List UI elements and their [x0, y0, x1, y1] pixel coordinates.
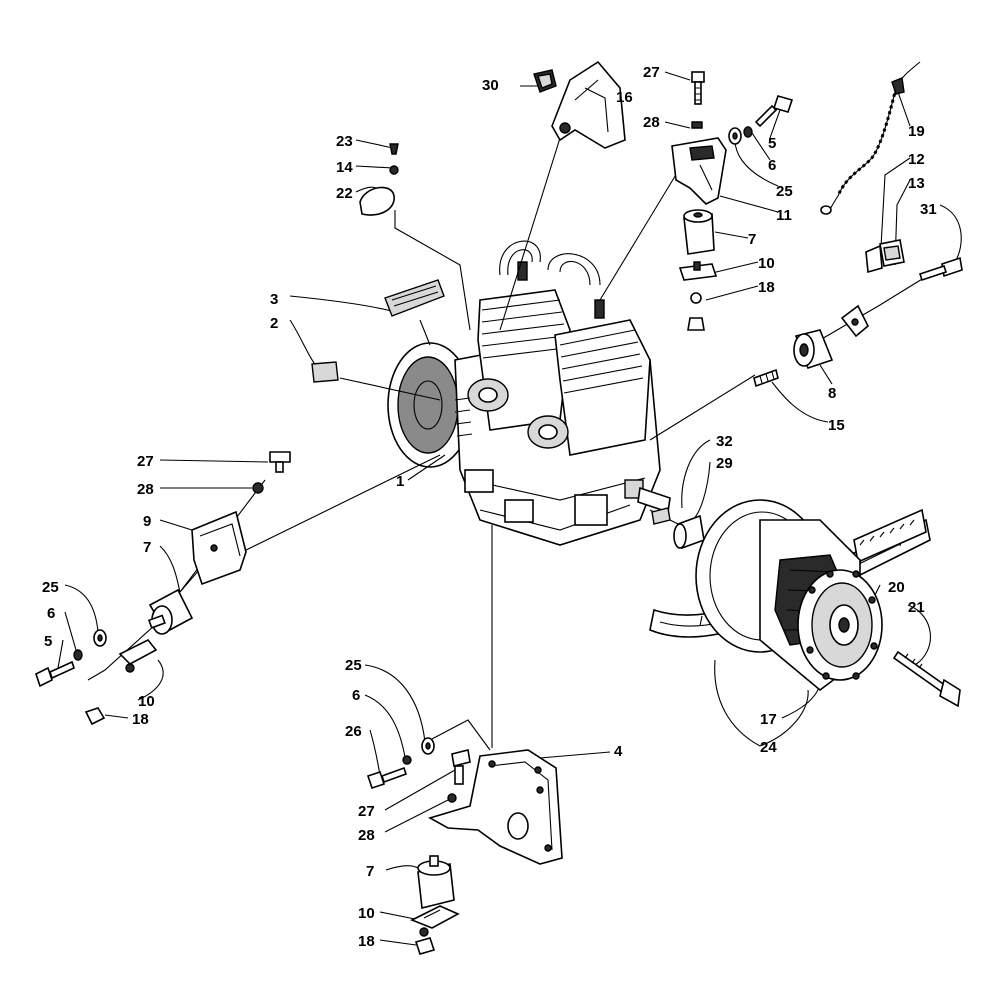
- callout-2: 2: [270, 315, 278, 332]
- part-6-washer-left: [73, 649, 83, 661]
- callout-6-bottom: 6: [352, 687, 360, 704]
- part-2-decal: [311, 361, 339, 383]
- part-25-washer-bottom: [421, 737, 435, 755]
- callout-4: 4: [614, 743, 623, 760]
- callout-9: 9: [143, 513, 151, 530]
- part-5-bolt-left: [35, 660, 75, 688]
- callout-27-bottom: 27: [358, 803, 375, 820]
- callout-20: 20: [888, 579, 905, 596]
- callout-21: 21: [908, 599, 925, 616]
- part-28-lockwasher-top: [691, 121, 703, 129]
- part-10-washer-bottom: [410, 905, 460, 929]
- part-23-screw: [389, 143, 399, 155]
- part-4-bracket: [427, 749, 563, 865]
- callout-26: 26: [345, 723, 362, 740]
- callout-28-top: 28: [643, 114, 660, 131]
- part-14-washer: [389, 165, 399, 175]
- part-7-isolator-top: [683, 209, 715, 255]
- callout-25-left: 25: [42, 579, 59, 596]
- callout-10-bottom: 10: [358, 905, 375, 922]
- callout-25-bottom: 25: [345, 657, 362, 674]
- callout-labels: 30 16 27 28 5 6 25 11 19 12 13 31 23 14 …: [42, 64, 937, 950]
- callout-28-bottom: 28: [358, 827, 375, 844]
- part-30-grommet: [533, 69, 557, 93]
- part-9-bracket: [191, 510, 247, 586]
- part-25-washer-top: [728, 127, 742, 145]
- callout-25-top: 25: [776, 183, 793, 200]
- callout-18-top: 18: [758, 279, 775, 296]
- part-8-isolator-right: [793, 329, 834, 370]
- callout-16: 16: [616, 89, 633, 106]
- callout-7-top: 7: [748, 231, 756, 248]
- part-10-washer-left: [118, 638, 158, 673]
- part-7-isolator-left: [147, 588, 194, 635]
- part-18-nut-top: [687, 292, 705, 331]
- callout-10-top: 10: [758, 255, 775, 272]
- callout-5-left: 5: [44, 633, 52, 650]
- callout-8: 8: [828, 385, 836, 402]
- callout-6-top: 6: [768, 157, 776, 174]
- part-32-29-spacers: [651, 507, 705, 550]
- callout-32: 32: [716, 433, 733, 450]
- part-6-washer-bottom: [402, 755, 412, 765]
- callout-29: 29: [716, 455, 733, 472]
- part-25-washer-left: [93, 629, 107, 647]
- part-27-bolt-bottom: [451, 749, 471, 785]
- part-22-cover: [359, 186, 395, 216]
- callout-27-left: 27: [137, 453, 154, 470]
- part-19-sensor-wire: [820, 61, 921, 215]
- callout-28-left: 28: [137, 481, 154, 498]
- callout-22: 22: [336, 185, 353, 202]
- part-6-washer-top: [743, 126, 753, 138]
- part-18-nut-bottom: [414, 927, 436, 955]
- part-31-bolt: [918, 256, 963, 282]
- part-11-bracket: [671, 137, 727, 205]
- callout-11: 11: [776, 207, 792, 224]
- callout-7-bottom: 7: [366, 863, 374, 880]
- callout-18-bottom: 18: [358, 933, 375, 950]
- callout-3: 3: [270, 291, 278, 308]
- callout-6-left: 6: [47, 605, 55, 622]
- callout-30: 30: [482, 77, 499, 94]
- part-15-spacer: [753, 368, 779, 388]
- part-27-bolt-left: [269, 451, 291, 473]
- callout-24: 24: [760, 739, 777, 756]
- part-tab-right: [840, 304, 869, 338]
- callout-23: 23: [336, 133, 353, 150]
- callout-12: 12: [908, 151, 925, 168]
- part-21-clutch-bolt: [892, 650, 961, 708]
- part-26-bolt: [366, 766, 408, 790]
- part-12-13-clamps: [865, 239, 905, 274]
- callout-31: 31: [920, 201, 937, 218]
- part-17-drive-clutch: [695, 499, 883, 692]
- part-5-bolt-top: [754, 95, 794, 128]
- part-16-plate: [551, 60, 626, 149]
- part-10-washer-top: [678, 261, 718, 281]
- callout-17: 17: [760, 711, 777, 728]
- part-7-isolator-bottom: [417, 855, 455, 909]
- callout-10-left: 10: [138, 693, 155, 710]
- callout-27-top: 27: [643, 64, 660, 81]
- callout-19: 19: [908, 123, 925, 140]
- part-27-bolt-top: [691, 71, 705, 105]
- callout-1: 1: [396, 473, 404, 490]
- part-28-lockwasher-left: [252, 482, 264, 494]
- callout-18-left: 18: [132, 711, 149, 728]
- callout-14: 14: [336, 159, 353, 176]
- callout-13: 13: [908, 175, 925, 192]
- callout-15: 15: [828, 417, 845, 434]
- part-18-nut-left: [84, 707, 106, 726]
- part-28-lockwasher-bottom: [447, 793, 457, 803]
- callout-5-top: 5: [768, 135, 776, 152]
- part-3-decal: [384, 279, 445, 317]
- callout-7-left: 7: [143, 539, 151, 556]
